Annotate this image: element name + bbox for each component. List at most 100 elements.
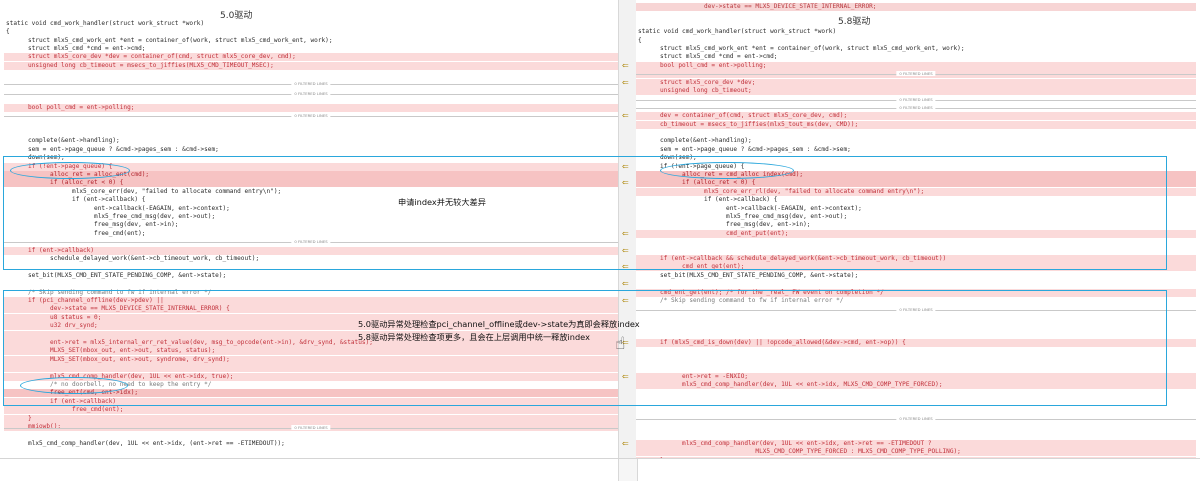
filtered-lines-label: 0 FILTERED LINES <box>896 96 936 102</box>
merge-arrow-icon[interactable]: ⇐ <box>622 438 629 448</box>
left-code-line: mlx5_cmd_comp_handler(dev, 1UL << ent->i… <box>6 439 285 447</box>
filtered-lines-label: 0 FILTERED LINES <box>896 415 936 421</box>
left-code-line <box>4 431 618 439</box>
left-code-line: complete(&ent->handling); <box>6 137 120 145</box>
right-code-line: ent->callback(-EAGAIN, ent->context); <box>638 204 862 212</box>
right-code-line: mlx5_cmd_comp_handler(dev, 1UL << ent->i… <box>636 439 1196 448</box>
right-pane-title: 5.8驱动 <box>838 17 871 27</box>
merge-arrow-icon[interactable]: ⇐ <box>622 245 629 255</box>
merge-arrow-icon[interactable]: ⇐ <box>622 77 629 87</box>
left-code-line: dev->state == MLX5_DEVICE_STATE_INTERNAL… <box>4 305 618 314</box>
annotation-error-note-1: 5.0驱动异常处理检查pci_channel_offline或dev->stat… <box>358 319 640 329</box>
filtered-lines-label: 0 FILTERED LINES <box>291 81 331 87</box>
left-code-line <box>4 95 618 103</box>
merge-arrow-icon[interactable]: ⇐ <box>622 60 629 70</box>
bottom-scrollbar-area[interactable] <box>0 458 1200 481</box>
merge-arrow-icon[interactable]: ⇐ <box>622 262 629 272</box>
left-code-line <box>4 330 618 339</box>
merge-arrow-icon[interactable]: ⇐ <box>622 338 629 347</box>
merge-arrow-icon[interactable]: ⇐ <box>622 296 629 305</box>
merge-arrow-icon[interactable]: ⇐ <box>622 111 629 121</box>
left-code-line: free_cmd(ent); <box>6 229 146 237</box>
left-code-line: mlx5_cmd_comp_handler(dev, 1UL << ent->i… <box>4 372 618 381</box>
left-code-line: } <box>4 414 618 423</box>
right-code-line <box>636 406 1196 414</box>
right-code-line: unsigned long cb_timeout; <box>636 87 1196 95</box>
left-code-line <box>4 3 618 11</box>
ellipse-alloc-ent <box>10 162 130 179</box>
filtered-lines-label: 0 FILTERED LINES <box>896 306 936 312</box>
merge-arrow-icon[interactable]: ⇐ <box>622 178 629 188</box>
left-code-line: free_cmd(ent); <box>4 406 618 415</box>
merge-arrow-icon[interactable]: ⇐ <box>622 279 629 289</box>
merge-arrow-icon[interactable]: ⇐ <box>622 161 629 171</box>
right-code-line: dev = container_of(cmd, struct mlx5_core… <box>636 112 1196 121</box>
right-code-line: complete(&ent->handling); <box>638 137 752 145</box>
right-code-line: struct mlx5_core_dev *dev; <box>636 78 1196 87</box>
filtered-lines-label: 0 FILTERED LINES <box>896 71 936 77</box>
left-code-line: ent->callback(-EAGAIN, ent->context); <box>6 204 230 212</box>
filtered-lines-label: 0 FILTERED LINES <box>291 90 331 96</box>
left-code-line: schedule_delayed_work(&ent->cb_timeout_w… <box>6 255 260 262</box>
right-code-line: cb_timeout = msecs_to_jiffies(mlx5_tout_… <box>636 120 1196 129</box>
merge-arrow-icon[interactable]: ⇐ <box>622 228 629 238</box>
ellipse-cmd-alloc-index <box>660 162 794 179</box>
right-code-line: mlx5_core_err_rl(dev, "failed to allocat… <box>636 187 1196 196</box>
right-code-line: { <box>638 36 642 44</box>
right-code-line <box>636 431 1196 439</box>
left-code-line: { <box>6 28 10 36</box>
left-filtered-lines-divider[interactable]: 0 FILTERED LINES <box>4 90 618 96</box>
highlight-box-alloc <box>3 156 1167 270</box>
merge-arrow-icon[interactable]: ⇐ <box>622 371 629 381</box>
right-code-line: if (alloc_ret < 0) { <box>636 179 1196 188</box>
annotation-error-note-2: 5.8驱动异常处理检查项更多，且会在上层调用中统一释放index <box>358 332 590 342</box>
left-filtered-lines-divider[interactable]: 0 FILTERED LINES <box>4 81 618 87</box>
left-filtered-lines-divider[interactable]: 0 FILTERED LINES <box>4 425 618 431</box>
right-code-line: sem = ent->page_queue ? &cmd->pages_sem … <box>638 145 851 153</box>
right-code-line: if (ent->callback && schedule_delayed_wo… <box>636 255 1196 263</box>
left-code-line: set_bit(MLX5_CMD_ENT_STATE_PENDING_COMP,… <box>6 271 227 279</box>
right-filtered-lines-divider[interactable]: 0 FILTERED LINES <box>636 96 1196 102</box>
right-code-line: cmd_ent_get(ent); /* for the _real_ FW e… <box>636 288 1196 297</box>
left-code-line: if (ent->callback) <box>4 397 618 406</box>
left-diff-pane[interactable]: static void cmd_work_handler(struct work… <box>4 0 618 458</box>
left-code-line <box>4 364 618 373</box>
left-pane-title: 5.0驱动 <box>220 11 253 21</box>
left-filtered-lines-divider[interactable]: 0 FILTERED LINES <box>4 113 618 119</box>
right-code-line: set_bit(MLX5_CMD_ENT_STATE_PENDING_COMP,… <box>638 271 859 279</box>
left-code-line <box>4 121 618 129</box>
right-code-line: struct mlx5_cmd *cmd = ent->cmd; <box>638 53 778 61</box>
left-code-line: mlx5_core_err(dev, "failed to allocate c… <box>6 187 282 195</box>
right-code-line: struct mlx5_cmd_work_ent *ent = containe… <box>638 45 965 52</box>
filtered-lines-label: 0 FILTERED LINES <box>291 238 331 244</box>
right-filtered-lines-divider[interactable]: 0 FILTERED LINES <box>636 415 1196 421</box>
right-code-line: cmd_ent_get(ent); <box>636 263 1196 272</box>
left-filtered-lines-divider[interactable]: 0 FILTERED LINES <box>4 238 618 244</box>
left-code-line <box>4 129 618 137</box>
right-code-line <box>636 20 1196 28</box>
right-code-line: free_msg(dev, ent->in); <box>638 221 811 229</box>
left-code-line: down(sem); <box>6 154 65 162</box>
right-filtered-lines-divider[interactable]: 0 FILTERED LINES <box>636 71 1196 77</box>
hand-cursor-icon: ☝ <box>615 334 626 354</box>
right-code-line: /* Skip sending command to fw if interna… <box>638 297 844 304</box>
right-filtered-lines-divider[interactable]: 0 FILTERED LINES <box>636 105 1196 110</box>
left-code-line: if (pci_channel_offline(dev->pdev) || <box>4 297 618 305</box>
right-diff-pane[interactable]: dev->state == MLX5_DEVICE_STATE_INTERNAL… <box>636 0 1196 458</box>
left-code-line <box>4 11 618 19</box>
right-code-line: ent->ret = -ENXIO; <box>636 372 1196 381</box>
left-code-line <box>4 280 618 288</box>
right-code-line <box>636 11 1196 19</box>
right-filtered-lines-divider[interactable]: 0 FILTERED LINES <box>636 306 1196 312</box>
left-code-line: if (alloc_ret < 0) { <box>4 179 618 188</box>
left-code-line: bool poll_cmd = ent->polling; <box>4 103 618 112</box>
highlight-box-error-handling <box>3 290 1167 406</box>
filtered-lines-label: 0 FILTERED LINES <box>291 113 331 119</box>
filtered-lines-label: 0 FILTERED LINES <box>291 425 331 431</box>
right-code-line: cmd_ent_put(ent); <box>636 229 1196 238</box>
left-code-line: ent->ret = mlx5_internal_err_ret_value(d… <box>4 339 618 347</box>
ellipse-free-ent <box>20 377 128 394</box>
left-code-line: unsigned long cb_timeout = msecs_to_jiff… <box>4 61 618 70</box>
right-code-line: bool poll_cmd = ent->polling; <box>636 61 1196 70</box>
left-code-line: u32 drv_synd; <box>4 322 618 331</box>
